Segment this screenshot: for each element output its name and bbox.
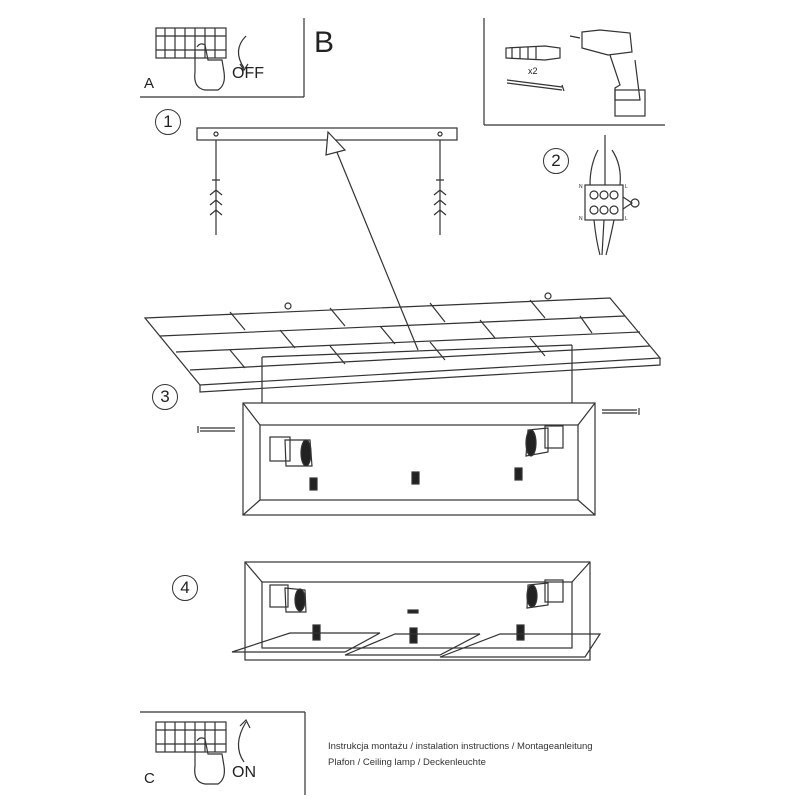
anchor-quantity: x2 xyxy=(528,66,538,76)
wire-label-n-bottom: N xyxy=(579,216,583,222)
panel-b-letter: B xyxy=(314,26,335,59)
lamp-frame-step4 xyxy=(244,561,591,661)
lamp-frame-step3 xyxy=(242,344,596,516)
step-2-badge: 2 xyxy=(543,148,569,174)
screw-icon xyxy=(506,79,565,92)
step-3-badge: 3 xyxy=(152,384,178,410)
panel-b-frame xyxy=(483,18,665,126)
panel-a-letter: A xyxy=(144,75,155,92)
wire-label-l-bottom: L xyxy=(625,216,628,222)
panel-c-frame xyxy=(140,711,306,795)
panel-a-frame xyxy=(140,18,305,98)
panel-a-action: OFF xyxy=(232,65,264,82)
drill-icon xyxy=(569,29,646,117)
circuit-breaker-off-icon xyxy=(155,27,249,91)
spotlight-right-icon xyxy=(525,425,564,457)
mounting-arrow xyxy=(325,130,419,351)
terminal-block-icon xyxy=(584,135,640,256)
anchor-screw-right-icon xyxy=(433,140,447,235)
wire-label-l-top: L xyxy=(625,184,628,190)
wire-label-n-top: N xyxy=(579,184,583,190)
glass-panels xyxy=(231,632,602,658)
side-screws xyxy=(197,408,640,433)
wall-plug-icon xyxy=(505,45,561,61)
footer-title: Instrukcja montażu / instalation instruc… xyxy=(328,741,593,752)
footer-subtitle: Plafon / Ceiling lamp / Deckenleuchte xyxy=(328,757,486,768)
panel-c-action: ON xyxy=(232,764,256,781)
spotlight-left-icon xyxy=(269,436,313,467)
panel-c-letter: C xyxy=(144,770,155,787)
ceiling-slab xyxy=(143,292,662,393)
circuit-breaker-on-icon xyxy=(155,718,251,785)
anchor-screw-left-icon xyxy=(209,140,223,235)
step-4-badge: 4 xyxy=(172,575,198,601)
step-1-badge: 1 xyxy=(155,109,181,135)
